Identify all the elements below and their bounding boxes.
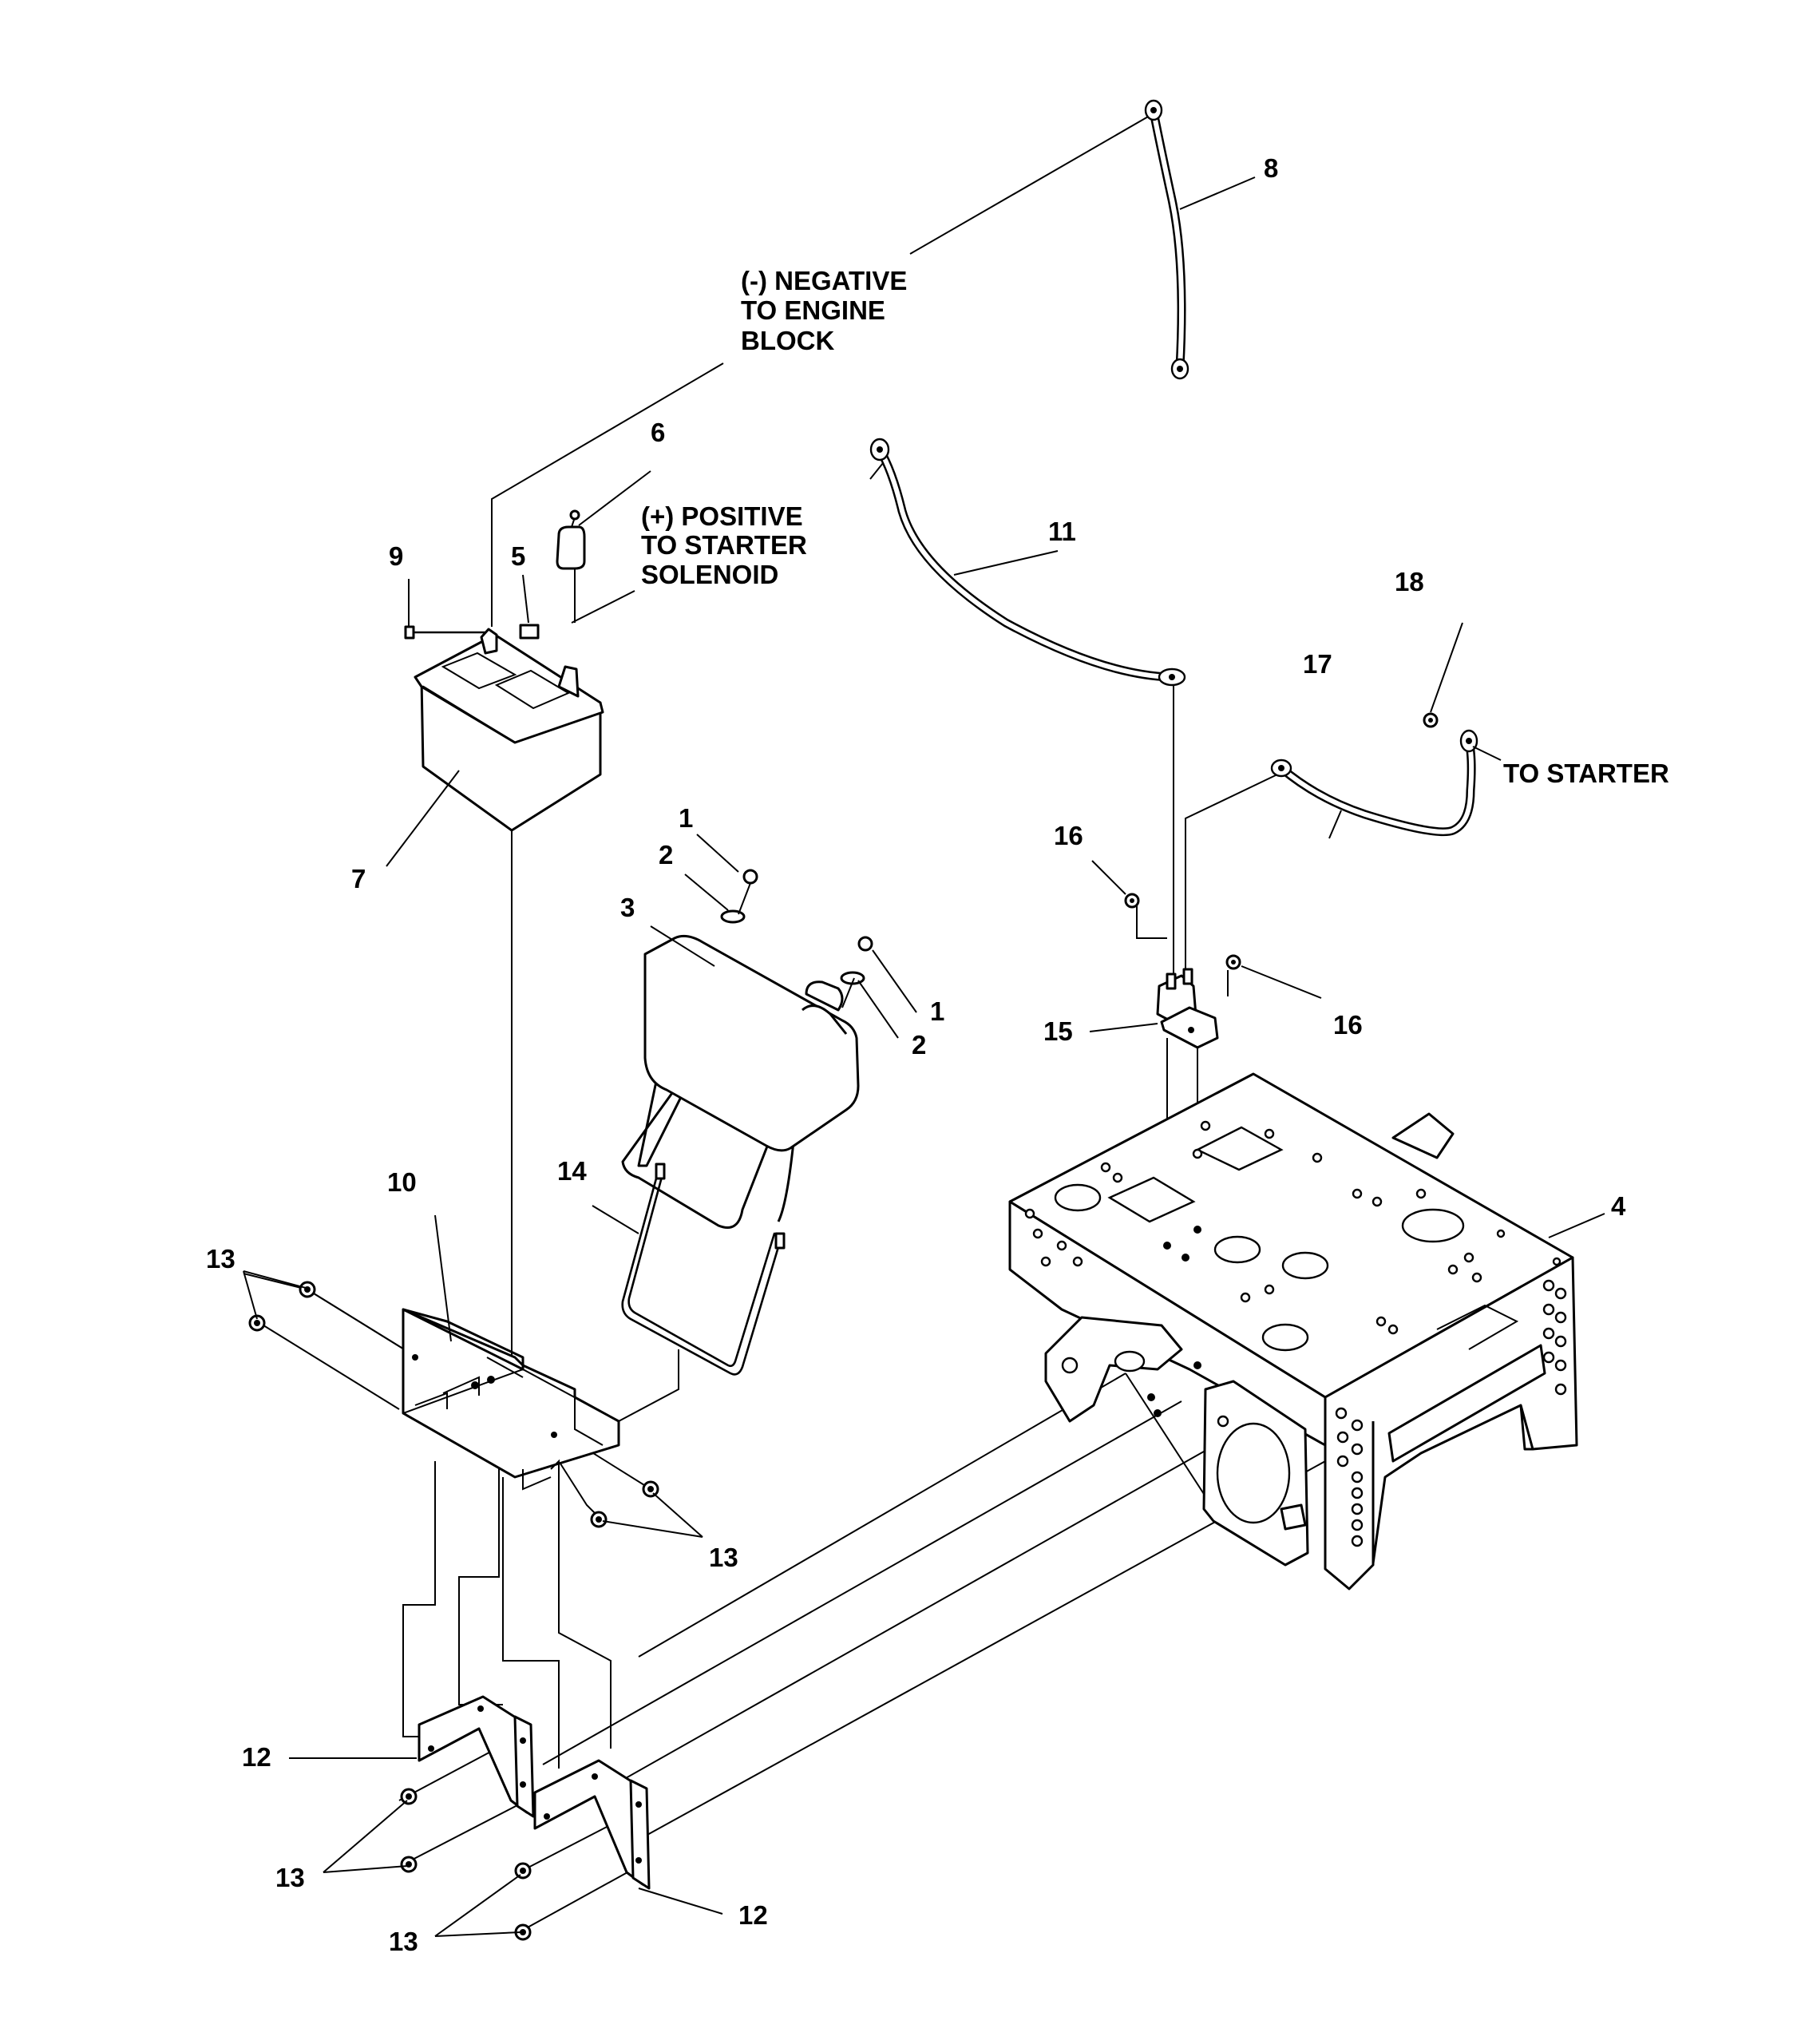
callout-11: 11: [1048, 517, 1076, 546]
note-to-starter: TO STARTER: [1503, 759, 1669, 788]
callout-14: 14: [557, 1156, 587, 1186]
negative-cable: [1144, 99, 1189, 380]
note-negative-line2: TO ENGINE: [741, 295, 885, 325]
brackets: [418, 1695, 651, 1890]
callout-15: 15: [1043, 1016, 1073, 1046]
notes: (-) NEGATIVE TO ENGINE BLOCK (+) POSITIV…: [641, 266, 1669, 788]
callout-1-lower: 1: [930, 996, 944, 1026]
starter-solenoid: [1156, 968, 1219, 1049]
hardware: [404, 509, 1439, 970]
callout-labels: 8 6 11 9 5 18 17 16 1 2 7 3 1 2 16 15 10…: [206, 153, 1626, 1956]
callout-3: 3: [620, 893, 635, 922]
battery-tray: [402, 1308, 620, 1491]
starter-cable: [1270, 729, 1478, 837]
tray-nuts: [248, 1281, 659, 1528]
note-positive-line1: (+) POSITIVE: [641, 501, 803, 531]
callout-8: 8: [1264, 153, 1278, 183]
callout-6: 6: [651, 418, 665, 447]
callout-13-lower-left: 13: [275, 1863, 305, 1892]
callout-5: 5: [511, 541, 525, 571]
battery-cable: [869, 438, 1186, 687]
callout-10: 10: [387, 1167, 417, 1197]
note-positive-line2: TO STARTER: [641, 530, 807, 560]
callout-2-lower: 2: [912, 1030, 926, 1060]
callout-2-upper: 2: [659, 840, 673, 869]
callout-1-upper: 1: [679, 803, 693, 833]
callout-16-lower: 16: [1333, 1010, 1363, 1040]
leader-lines: [243, 176, 1605, 1937]
frame: [1008, 1072, 1578, 1590]
callout-7: 7: [351, 864, 366, 893]
hold-down: [621, 869, 873, 1376]
callout-9: 9: [389, 541, 403, 571]
callout-4: 4: [1611, 1191, 1626, 1221]
battery: [414, 628, 604, 832]
callout-18: 18: [1395, 567, 1424, 596]
bracket-nuts: [400, 1788, 532, 1941]
note-positive-line3: SOLENOID: [641, 560, 778, 589]
callout-17: 17: [1303, 649, 1332, 679]
note-negative-line1: (-) NEGATIVE: [741, 266, 907, 295]
callout-12-lower: 12: [738, 1900, 768, 1930]
callout-13-bottom: 13: [389, 1927, 418, 1956]
callout-13-upper-left: 13: [206, 1244, 236, 1274]
note-negative-line3: BLOCK: [741, 326, 834, 355]
callout-13-right: 13: [709, 1543, 738, 1572]
callout-12-upper: 12: [242, 1742, 271, 1772]
callout-16-upper: 16: [1054, 821, 1083, 850]
